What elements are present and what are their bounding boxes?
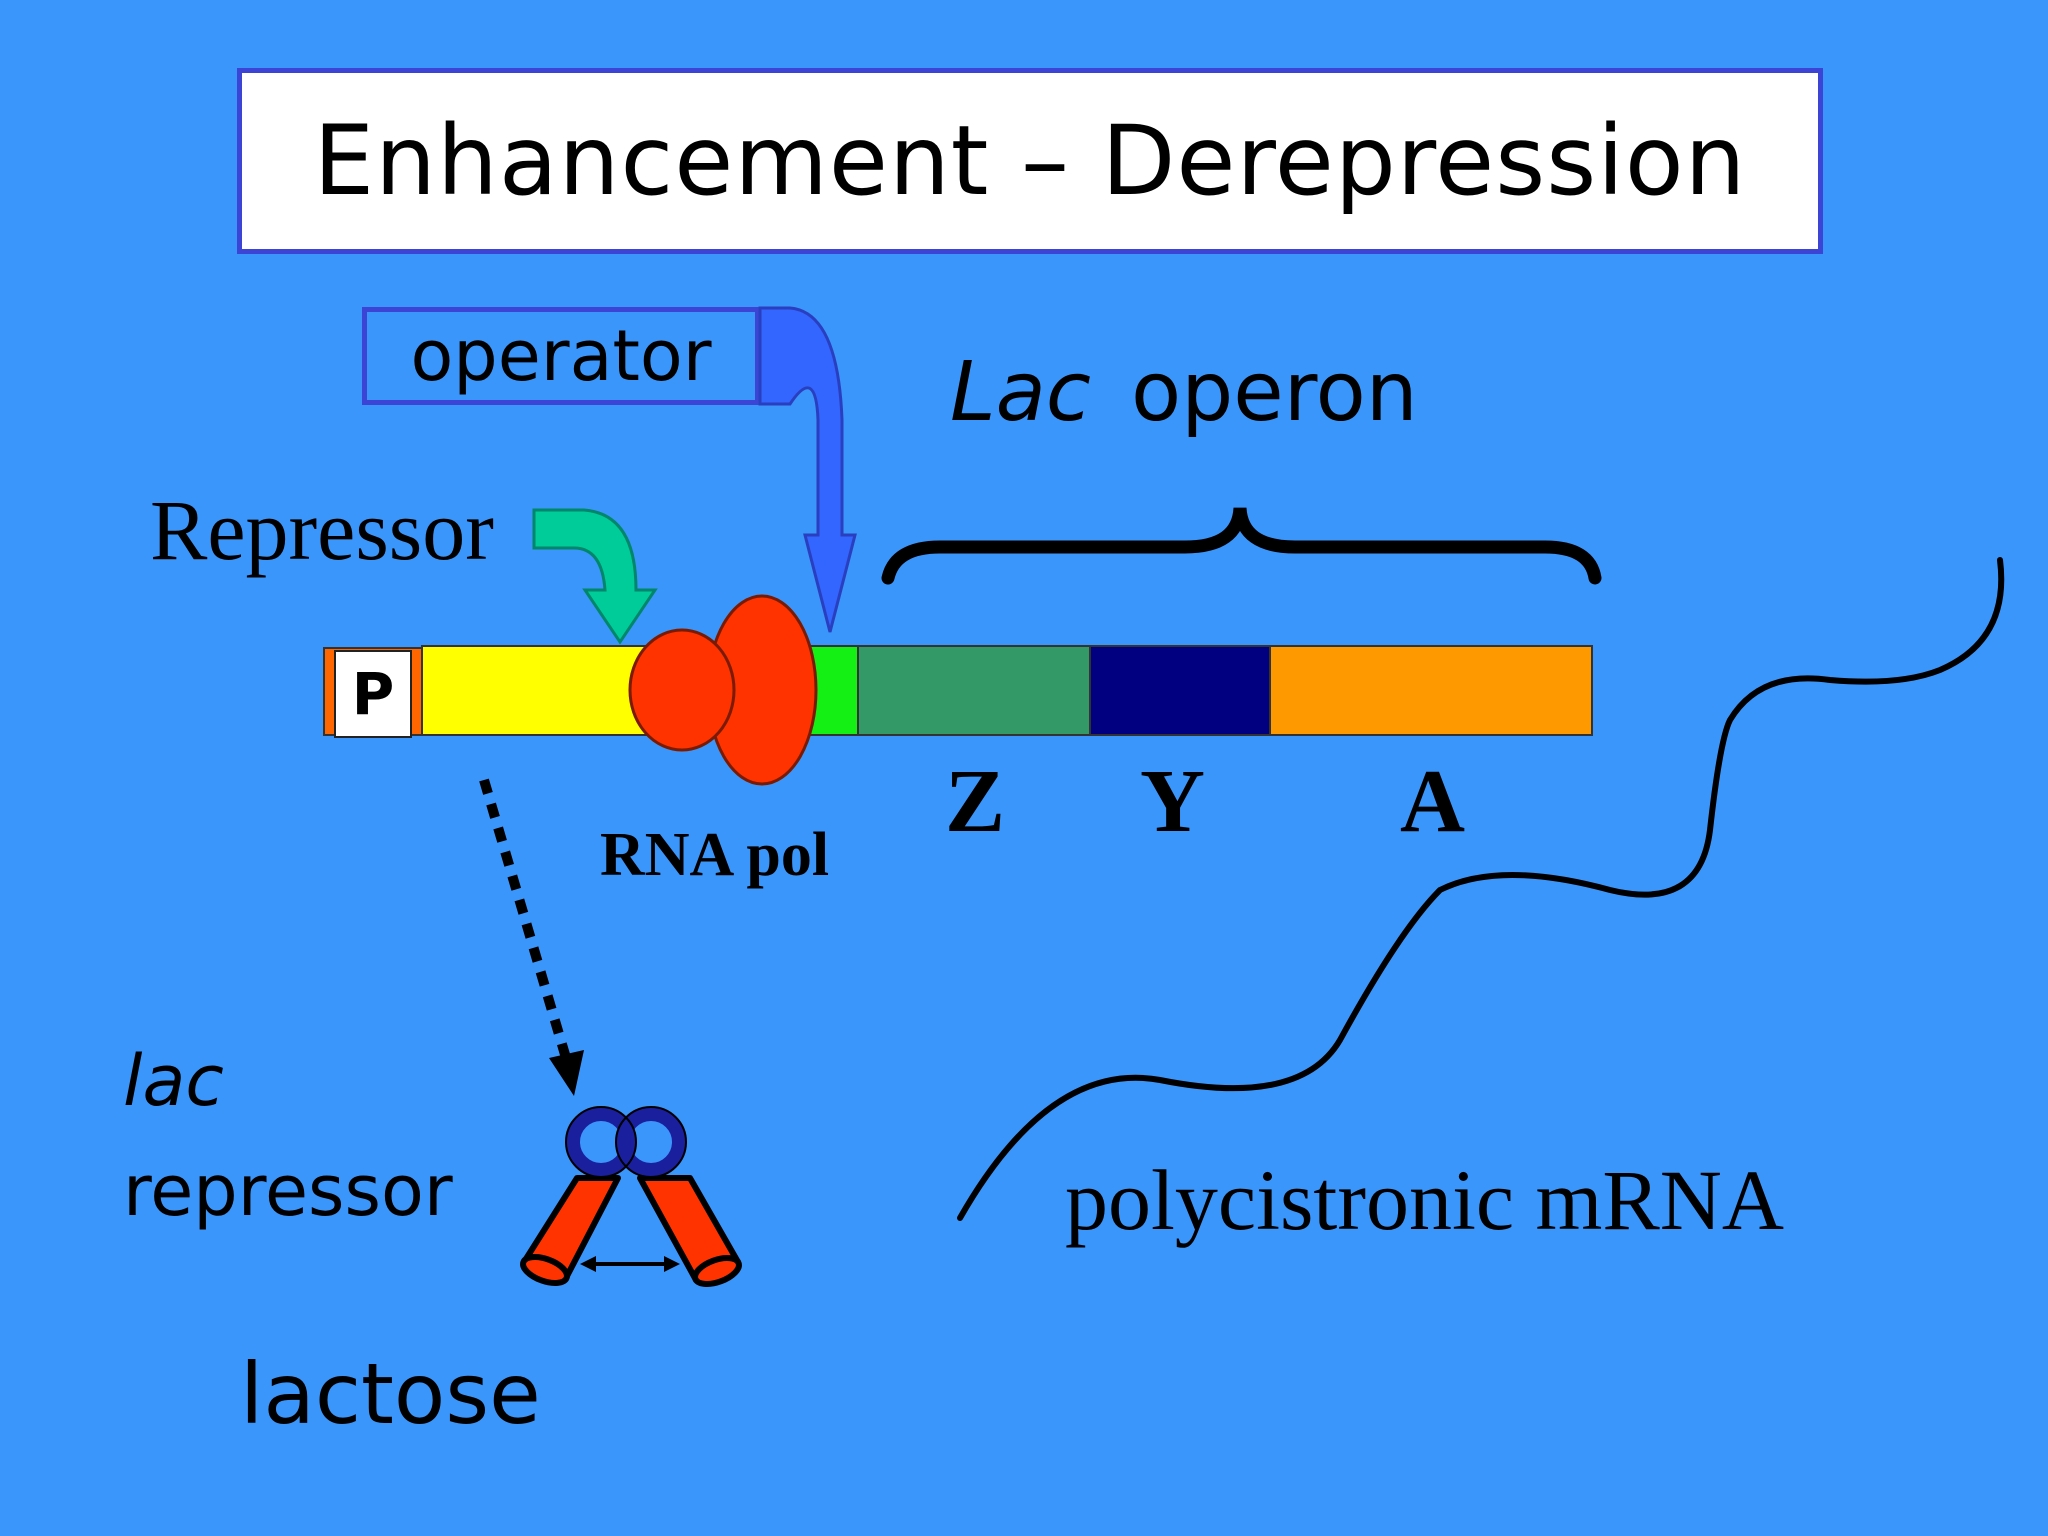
- dotted-arrow-line: [479, 778, 571, 1060]
- rna-polymerase-small: [628, 628, 736, 752]
- rna-pol-label: RNA pol: [600, 821, 830, 889]
- operator-label-box: operator: [362, 307, 760, 405]
- lac-operon-label: Lac operon: [950, 345, 1418, 440]
- promoter-label: P: [351, 660, 395, 728]
- gene-z-segment: [857, 645, 1091, 736]
- gene-y-segment: [1089, 645, 1271, 736]
- lactose-label: lactose: [240, 1345, 541, 1443]
- operator-arrow: [758, 306, 857, 633]
- repressor-label: Repressor: [150, 482, 494, 578]
- title-box: Enhancement – Derepression: [237, 68, 1823, 254]
- gene-z-label: Z: [945, 752, 1006, 851]
- gene-y-label: Y: [1140, 752, 1205, 851]
- mrna-label: polycistronic mRNA: [1065, 1152, 1784, 1248]
- lac-operon-italic: Lac: [950, 345, 1092, 440]
- lac-operon-rest: operon: [1131, 345, 1418, 440]
- operator-label: operator: [410, 315, 712, 397]
- operon-brace: [881, 507, 1602, 585]
- promoter-box: P: [334, 650, 412, 738]
- gene-a-label: A: [1400, 752, 1465, 851]
- mrna-strand: [957, 557, 2005, 1221]
- lac-repressor-shape: [520, 1106, 742, 1287]
- lac-repressor-label: repressor: [123, 1150, 453, 1232]
- repressor-arrow: [532, 508, 658, 645]
- dotted-arrow-head: [549, 1050, 584, 1096]
- lac-italic-label: lac: [123, 1040, 224, 1122]
- gene-a-segment: [1269, 645, 1593, 736]
- slide-title: Enhancement – Derepression: [313, 105, 1747, 217]
